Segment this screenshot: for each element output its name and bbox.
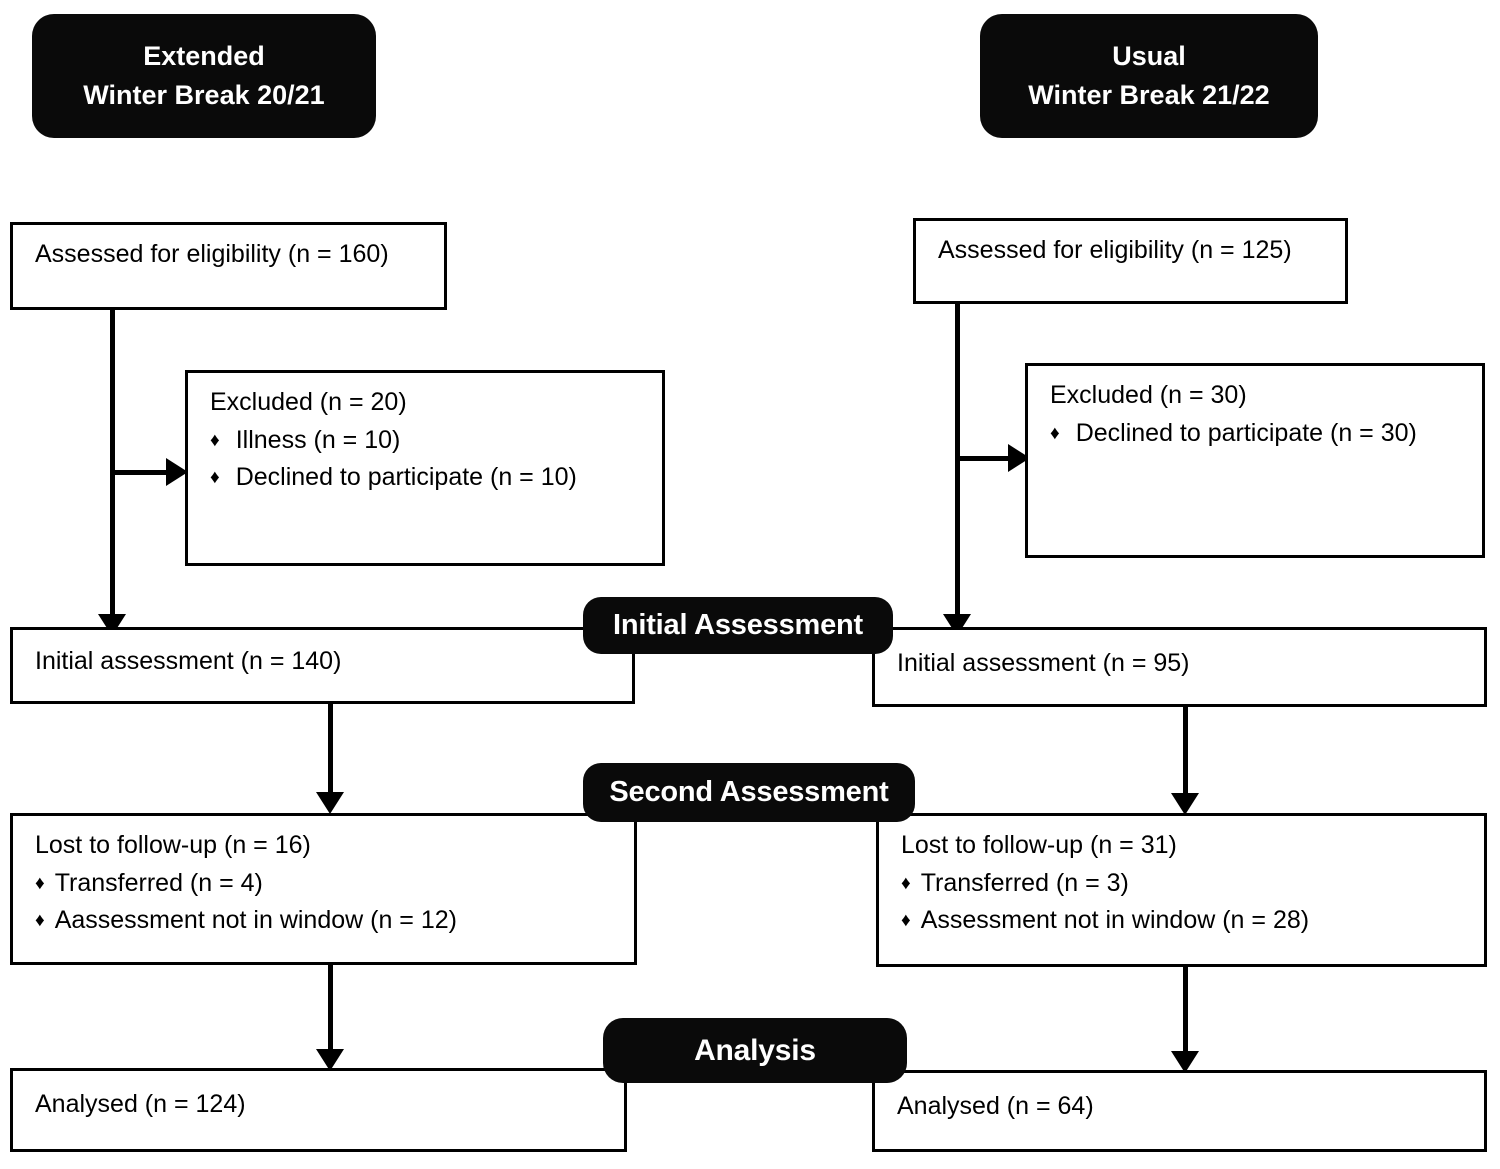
box-left-excluded: Excluded (n = 20) ♦ Illness (n = 10) ♦ D…	[185, 370, 665, 566]
box-right-analysed: Analysed (n = 64)	[872, 1070, 1487, 1152]
list-item-label: Declined to participate (n = 10)	[235, 462, 577, 491]
box-left-excluded-reasons: ♦ Illness (n = 10) ♦ Declined to partici…	[210, 422, 644, 495]
box-right-eligibility: Assessed for eligibility (n = 125)	[913, 218, 1348, 304]
box-left-initial-assessment: Initial assessment (n = 140)	[10, 627, 635, 704]
arrowhead-right-lost	[1171, 793, 1199, 815]
box-right-eligibility-title: Assessed for eligibility (n = 125)	[938, 236, 1292, 264]
diamond-bullet-icon: ♦	[901, 909, 911, 931]
connector-left-analysis-trunk	[328, 965, 333, 1053]
box-left-analysed: Analysed (n = 124)	[10, 1068, 627, 1152]
diamond-bullet-icon: ♦	[901, 873, 911, 895]
group-header-extended-line1: Extended	[143, 40, 265, 71]
group-header-usual: Usual Winter Break 21/22	[980, 14, 1318, 138]
list-item: ♦ Declined to participate (n = 10)	[210, 459, 644, 495]
box-left-initial-assessment-title: Initial assessment (n = 140)	[35, 647, 342, 675]
list-item-label: Declined to participate (n = 30)	[1075, 419, 1417, 448]
phase-label-second-assessment: Second Assessment	[583, 763, 915, 822]
connector-right-analysis-trunk	[1183, 967, 1188, 1055]
box-left-excluded-title: Excluded (n = 20)	[210, 388, 407, 416]
list-item-label: Transferred (n = 4)	[54, 869, 263, 898]
list-item: ♦ Transferred (n = 4)	[35, 865, 616, 901]
arrowhead-left-excluded	[166, 458, 188, 486]
group-header-extended: Extended Winter Break 20/21	[32, 14, 376, 138]
group-header-usual-line1: Usual	[1112, 40, 1186, 71]
arrowhead-left-lost	[316, 792, 344, 814]
box-left-lost: Lost to follow-up (n = 16) ♦ Transferred…	[10, 813, 637, 965]
box-right-lost-title: Lost to follow-up (n = 31)	[901, 831, 1177, 859]
box-left-lost-reasons: ♦ Transferred (n = 4) ♦ Aassessment not …	[35, 865, 616, 938]
connector-left-excluded-branch	[110, 470, 170, 475]
list-item: ♦ Assessment not in window (n = 28)	[901, 902, 1466, 938]
box-left-lost-title: Lost to follow-up (n = 16)	[35, 831, 311, 859]
diamond-bullet-icon: ♦	[1050, 423, 1060, 445]
arrowhead-left-analysed	[316, 1049, 344, 1071]
box-right-analysed-title: Analysed (n = 64)	[897, 1092, 1094, 1120]
list-item: ♦ Aassessment not in window (n = 12)	[35, 902, 616, 938]
list-item-label: Assessment not in window (n = 28)	[920, 905, 1310, 934]
box-right-initial-assessment-title: Initial assessment (n = 95)	[897, 649, 1190, 677]
box-right-excluded: Excluded (n = 30) ♦ Declined to particip…	[1025, 363, 1485, 558]
list-item: ♦ Declined to participate (n = 30)	[1050, 415, 1464, 451]
list-item-label: Aassessment not in window (n = 12)	[54, 905, 457, 934]
list-item-label: Illness (n = 10)	[235, 426, 401, 455]
phase-label-analysis: Analysis	[603, 1018, 907, 1083]
box-right-lost-reasons: ♦ Transferred (n = 3) ♦ Assessment not i…	[901, 865, 1466, 938]
group-header-extended-line2: Winter Break 20/21	[83, 80, 325, 110]
box-left-eligibility-title: Assessed for eligibility (n = 160)	[35, 240, 389, 268]
box-right-initial-assessment: Initial assessment (n = 95)	[872, 627, 1487, 707]
box-left-analysed-title: Analysed (n = 124)	[35, 1090, 246, 1118]
box-right-lost: Lost to follow-up (n = 31) ♦ Transferred…	[876, 813, 1487, 967]
list-item: ♦ Illness (n = 10)	[210, 422, 644, 458]
connector-right-eligibility-trunk	[955, 304, 960, 632]
arrowhead-right-analysed	[1171, 1051, 1199, 1073]
group-header-usual-line2: Winter Break 21/22	[1028, 80, 1270, 110]
list-item: ♦ Transferred (n = 3)	[901, 865, 1466, 901]
connector-right-second-trunk	[1183, 707, 1188, 797]
list-item-label: Transferred (n = 3)	[920, 869, 1129, 898]
diamond-bullet-icon: ♦	[35, 873, 45, 895]
diamond-bullet-icon: ♦	[35, 909, 45, 931]
box-right-excluded-title: Excluded (n = 30)	[1050, 381, 1247, 409]
diamond-bullet-icon: ♦	[210, 466, 220, 488]
diamond-bullet-icon: ♦	[210, 430, 220, 452]
connector-left-second-trunk	[328, 704, 333, 796]
connector-right-excluded-branch	[955, 456, 1013, 461]
box-right-excluded-reasons: ♦ Declined to participate (n = 30)	[1050, 415, 1464, 451]
box-left-eligibility: Assessed for eligibility (n = 160)	[10, 222, 447, 310]
phase-label-initial-assessment: Initial Assessment	[583, 597, 893, 654]
arrowhead-right-excluded	[1008, 444, 1030, 472]
